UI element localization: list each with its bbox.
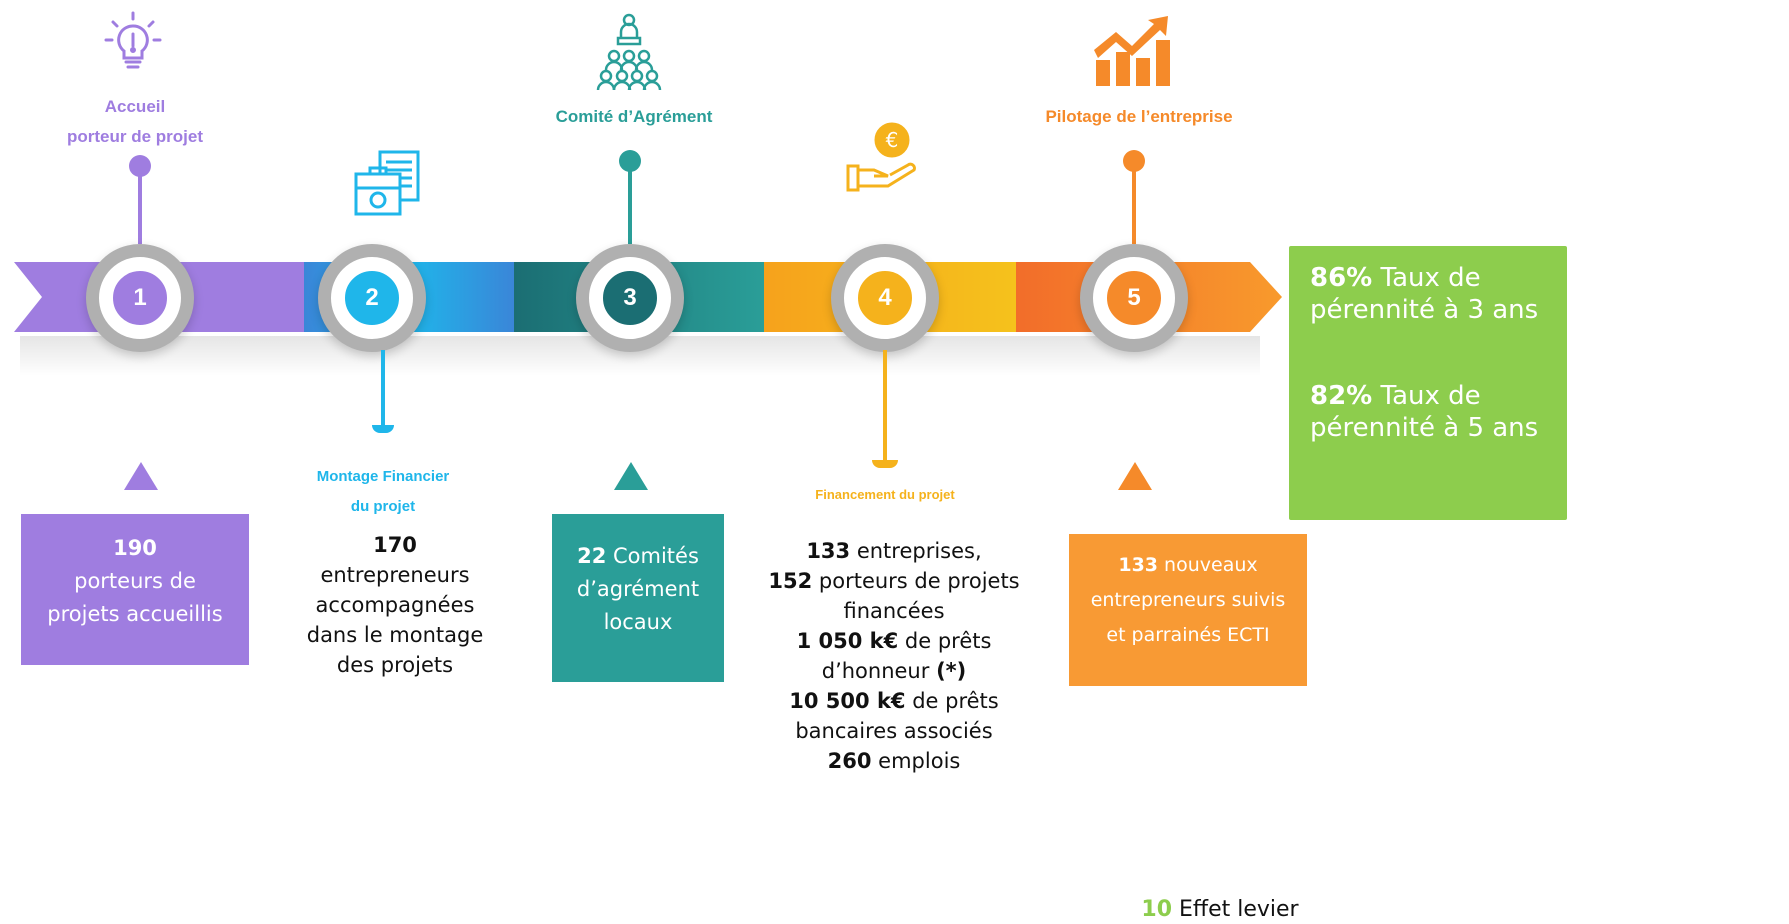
briefcase-documents-icon (348, 148, 428, 229)
hand-euro-coin-icon: € (842, 120, 922, 201)
lightbulb-icon (100, 10, 166, 81)
sustainability-5y: 82% Taux de pérennité à 5 ans (1310, 381, 1539, 443)
sustainability-3y: 86% Taux de pérennité à 3 ans (1310, 263, 1539, 325)
sustainability-box: 86% Taux de pérennité à 3 ans 82% Taux d… (1289, 246, 1567, 520)
leverage-text: 10 Effet levier (1141, 897, 1299, 922)
step-5-stem (1132, 165, 1136, 244)
stat-2-text: 170 entrepreneurs accompagnées dans le m… (306, 533, 484, 677)
step-1-stem (138, 170, 142, 244)
step-5-triangle (1118, 462, 1152, 490)
step-5-label: Pilotage de l’entreprise (1045, 107, 1233, 126)
step-4-dot (872, 460, 898, 468)
step-3-number: 3 (600, 268, 660, 328)
step-1-dot (129, 155, 151, 177)
stat-5-text: 133 nouveaux entrepreneurs suivis et par… (1090, 554, 1286, 646)
step-1-label: Accueil porteur de projet (66, 97, 203, 146)
step-5-number: 5 (1104, 268, 1164, 328)
step-4-stem (883, 350, 887, 465)
growth-chart-icon (1092, 16, 1176, 93)
svg-text:€: € (886, 128, 899, 152)
step-2-number: 2 (342, 268, 402, 328)
step-2-dot (372, 425, 394, 433)
step-4-circle: 4 (831, 244, 939, 352)
step-3-dot (619, 150, 641, 172)
step-5-dot (1123, 150, 1145, 172)
stat-box-5: 133 nouveaux entrepreneurs suivis et par… (1069, 534, 1307, 686)
step-1-number: 1 (110, 268, 170, 328)
step-1-triangle (124, 462, 158, 490)
step-4-label: Financement du projet (815, 487, 955, 502)
step-2-stem (381, 350, 385, 430)
step-3-triangle (614, 462, 648, 490)
step-3-label: Comité d’Agrément (555, 107, 713, 126)
stat-3-text: 22 Comités d’agrément locaux (576, 544, 700, 634)
step-4-number: 4 (855, 268, 915, 328)
stat-box-1: 190 porteurs de projets accueillis (21, 514, 249, 665)
step-1-circle: 1 (86, 244, 194, 352)
stat-1-text: 190 porteurs de projets accueillis (47, 536, 223, 626)
step-3-stem (628, 165, 632, 244)
stat-4-text: 133 entreprises, 152 porteurs de projets… (768, 539, 1020, 773)
stat-box-3: 22 Comités d’agrément locaux (552, 514, 724, 682)
step-2-circle: 2 (318, 244, 426, 352)
step-3-circle: 3 (576, 244, 684, 352)
committee-people-icon (596, 12, 662, 97)
step-2-label: Montage Financier du projet (316, 468, 450, 515)
step-5-circle: 5 (1080, 244, 1188, 352)
